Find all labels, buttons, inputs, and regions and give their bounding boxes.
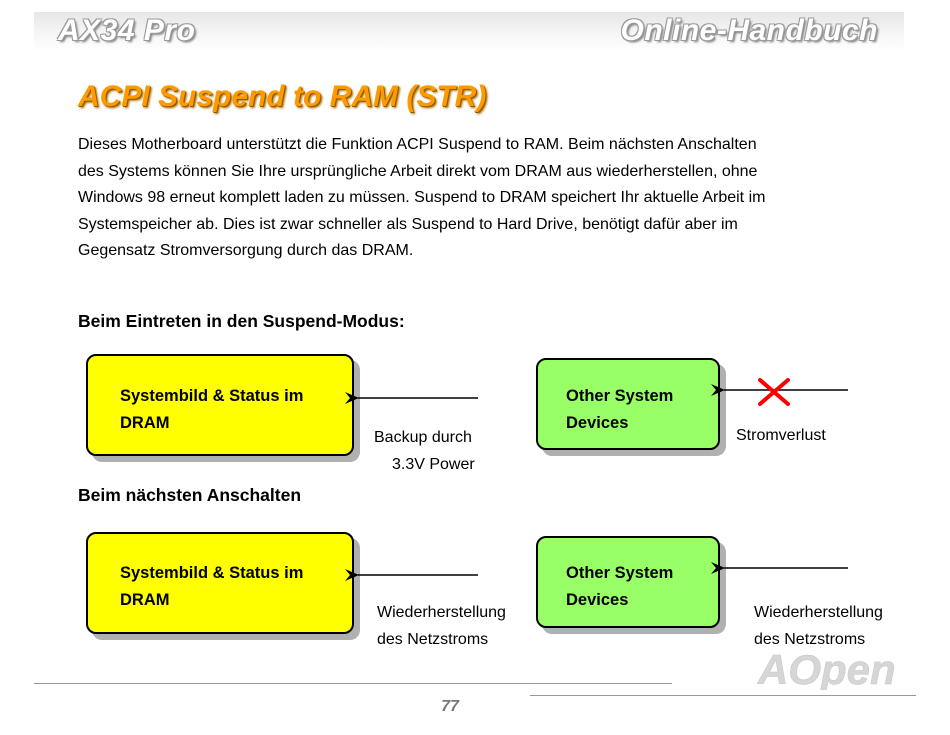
footer-line-right — [530, 695, 916, 696]
box-text-line: Devices — [566, 414, 629, 432]
restore-note-left: Wiederherstellung des Netzstroms — [377, 599, 506, 653]
page-number: 77 — [441, 698, 459, 715]
other-devices-box-resume-text: Other System Devices — [566, 560, 673, 614]
other-devices-box-suspend-text: Other System Devices — [566, 383, 673, 437]
header-manual-title: Online-Handbuch — [620, 14, 878, 47]
header-banner — [34, 12, 904, 52]
dram-box-resume — [86, 532, 354, 634]
restore-note-right: Wiederherstellung des Netzstroms — [754, 599, 883, 653]
box-text-line: Devices — [566, 591, 629, 609]
intro-line: Gegensatz Stromversorgung durch das DRAM… — [78, 242, 414, 259]
note-line: des Netzstroms — [754, 631, 866, 648]
section-heading-suspend: Beim Eintreten in den Suspend-Modus: — [78, 311, 405, 331]
cross-icon — [758, 378, 790, 406]
box-text-line: Other System — [566, 387, 674, 405]
note-line: des Netzstroms — [377, 631, 489, 648]
note-line: 3.3V Power — [392, 456, 475, 473]
box-text-line: Systembild & Status im — [120, 387, 304, 405]
other-devices-box-suspend — [536, 358, 720, 450]
intro-line: Dieses Motherboard unterstützt die Funkt… — [78, 136, 757, 153]
power-loss-note: Stromverlust — [736, 427, 826, 444]
intro-line: Windows 98 erneut komplett laden zu müss… — [78, 189, 766, 206]
section-heading-resume: Beim nächsten Anschalten — [78, 485, 302, 505]
header-product-title: AX34 Pro — [58, 14, 196, 47]
intro-line: Systemspeicher ab. Dies ist zwar schnell… — [78, 215, 738, 233]
dram-box-resume-text: Systembild & Status im DRAM — [120, 560, 303, 614]
box-text-line: Systembild & Status im — [120, 564, 304, 582]
dram-box-suspend — [86, 354, 354, 456]
box-text-line: Other System — [566, 564, 674, 582]
note-line: Backup durch — [374, 429, 472, 446]
box-text-line: DRAM — [120, 591, 170, 609]
box-text-line: DRAM — [120, 414, 170, 432]
footer-line-left — [34, 683, 672, 684]
note-line: Wiederherstellung — [377, 604, 506, 621]
aopen-logo: AOpen — [757, 646, 896, 690]
logo-text: AOpen — [757, 646, 896, 690]
dram-box-suspend-text: Systembild & Status im DRAM — [120, 383, 303, 437]
backup-note: Backup durch 3.3V Power — [374, 424, 475, 478]
page-title: ACPI Suspend to RAM (STR) — [78, 80, 487, 113]
note-line: Wiederherstellung — [754, 604, 883, 621]
other-devices-box-resume — [536, 536, 720, 628]
intro-line: des Systems können Sie Ihre ursprünglich… — [78, 162, 758, 180]
intro-paragraph: Dieses Motherboard unterstützt die Funkt… — [78, 132, 878, 265]
